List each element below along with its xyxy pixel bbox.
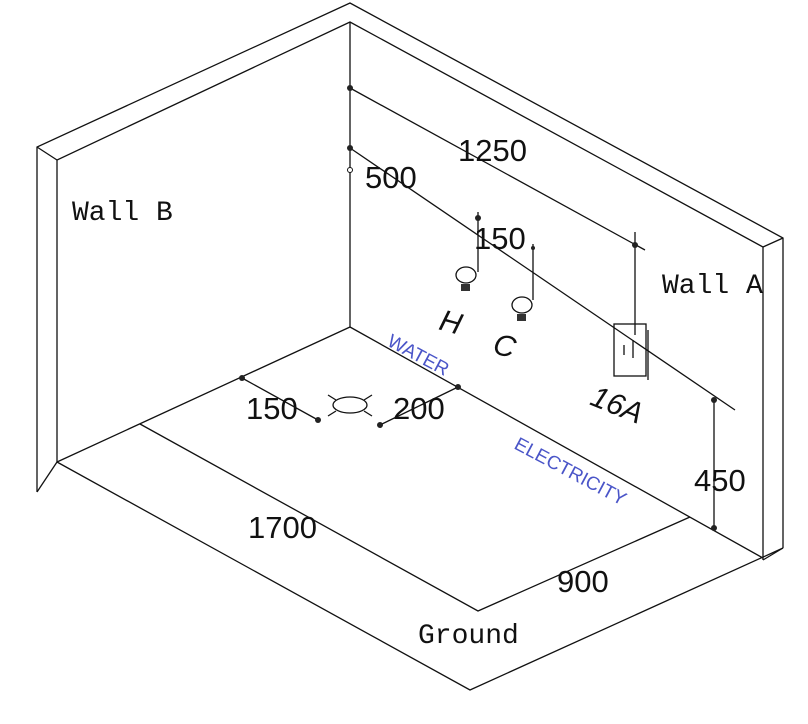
cold-label: C [490,328,520,366]
dimension-1250: 1250 [458,133,527,168]
dimension-150-taps: 150 [474,221,526,256]
floor-drain-icon [327,394,373,417]
electricity-label: ELECTRICITY [511,434,630,511]
wall-a-label: Wall A [662,271,763,302]
dimension-900: 900 [557,564,609,599]
dimension-450: 450 [694,463,746,498]
floor [56,326,784,691]
wall-dimension-lines [347,85,736,531]
cold-tap-icon [511,296,533,321]
hot-label: H [436,304,466,342]
ground-label: Ground [418,621,519,652]
water-label: WATER [384,331,453,381]
socket-icon [613,323,649,380]
hot-tap-icon [455,266,477,291]
dimension-150-drain: 150 [246,391,298,426]
dimension-200-drain: 200 [393,391,445,426]
dimension-500: 500 [365,160,417,195]
socket-rating-label: 16A [586,380,648,431]
drain-dimension-lines [239,375,461,428]
room-walls [36,2,784,561]
dimension-1700: 1700 [248,510,317,545]
wall-b-label: Wall B [72,198,173,229]
